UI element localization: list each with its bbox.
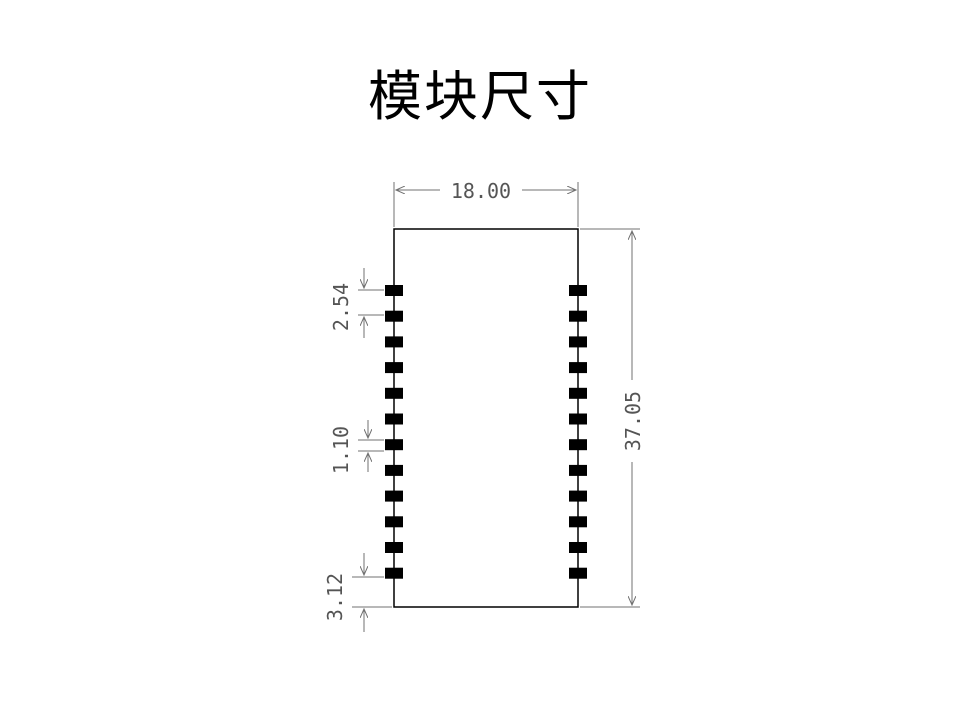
right-pad-2 <box>569 310 587 322</box>
right-pad-row <box>569 285 587 579</box>
left-pad-row <box>385 285 403 579</box>
right-pad-12 <box>569 567 587 579</box>
left-pad-11 <box>385 542 403 553</box>
bottom-offset-dimension <box>352 553 392 632</box>
pad-gap-dimension <box>358 420 384 472</box>
left-pad-1 <box>385 285 403 296</box>
left-pad-10 <box>385 516 403 528</box>
right-pad-4 <box>569 362 587 374</box>
right-pad-11 <box>569 542 587 553</box>
height-dimension-label: 37.05 <box>621 391 645 451</box>
left-pad-8 <box>385 464 403 476</box>
right-pad-6 <box>569 413 587 425</box>
pin-pitch-label: 2.54 <box>329 283 353 331</box>
left-pad-7 <box>385 439 403 451</box>
right-pad-8 <box>569 464 587 476</box>
width-dimension <box>393 182 579 227</box>
height-dimension <box>580 228 640 608</box>
left-pad-2 <box>385 310 403 322</box>
module-outline <box>393 228 579 608</box>
page-title: 模块尺寸 <box>368 65 592 128</box>
pin-pitch-dimension <box>358 268 384 338</box>
right-pad-5 <box>569 387 587 399</box>
left-pad-4 <box>385 362 403 374</box>
right-pad-7 <box>569 439 587 451</box>
left-pad-6 <box>385 413 403 425</box>
left-pad-12 <box>385 567 403 579</box>
pad-gap-label: 1.10 <box>329 426 353 474</box>
left-pad-5 <box>385 387 403 399</box>
right-pad-1 <box>569 285 587 296</box>
left-pad-9 <box>385 490 403 502</box>
right-pad-9 <box>569 490 587 502</box>
left-pad-3 <box>385 336 403 348</box>
right-pad-3 <box>569 336 587 348</box>
width-dimension-label: 18.00 <box>451 179 511 203</box>
bottom-offset-label: 3.12 <box>323 573 347 621</box>
right-pad-10 <box>569 516 587 528</box>
